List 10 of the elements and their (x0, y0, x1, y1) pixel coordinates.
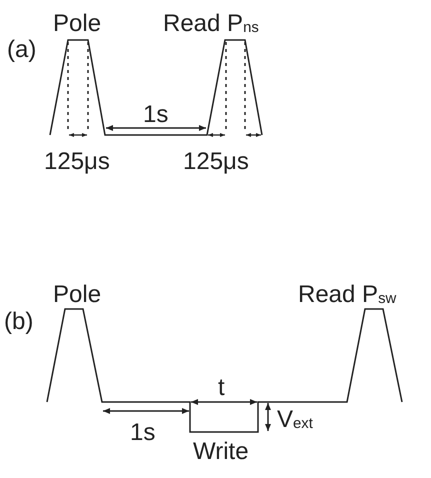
panel-label: (a) (7, 38, 36, 62)
time-label: t (218, 376, 225, 400)
pulse-label: Write (193, 440, 249, 464)
panel-label: (b) (4, 310, 34, 334)
time-label: 1s (143, 103, 168, 127)
time-label: 125μs (183, 150, 249, 174)
pulse-label: Pole (53, 283, 102, 307)
time-label: 125μs (44, 150, 110, 174)
pulse-label: Pole (53, 12, 102, 36)
time-label: 1s (130, 421, 156, 445)
